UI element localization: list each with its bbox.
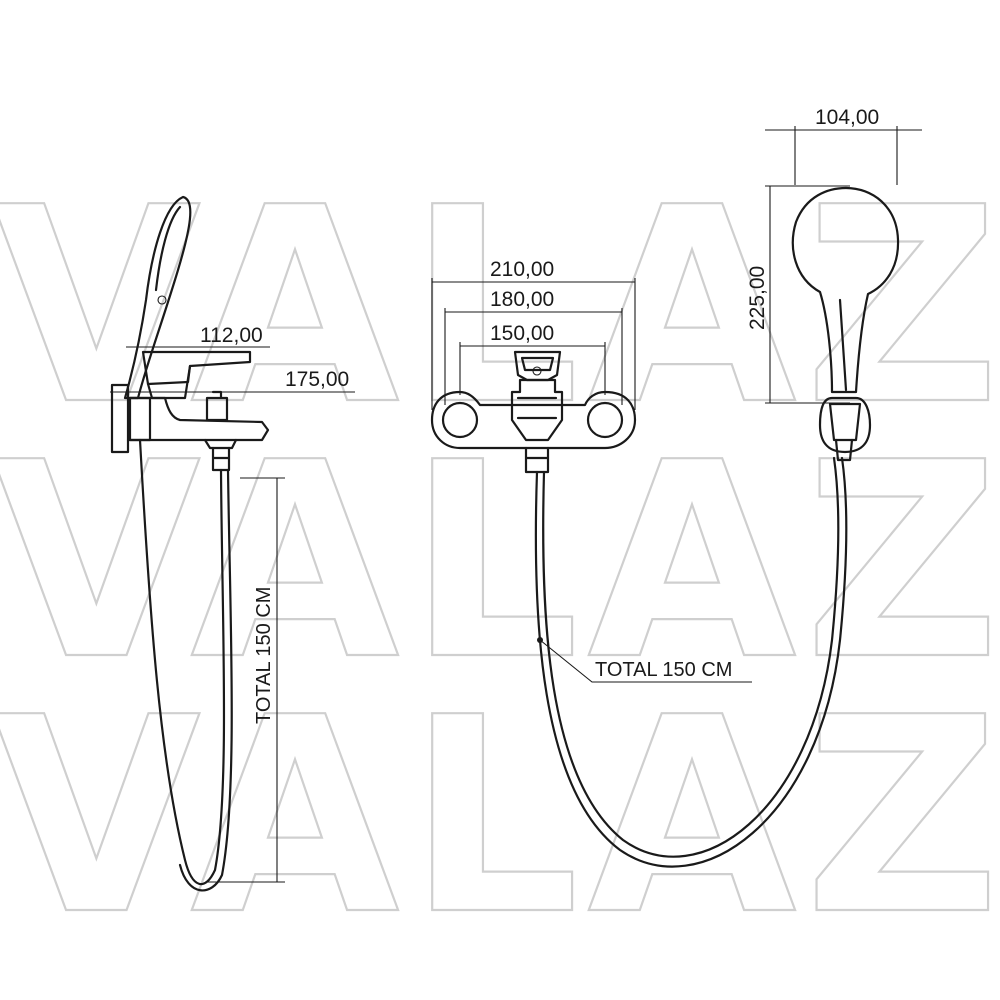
dim-210-label: 210,00 <box>490 258 554 281</box>
side-hose-inner <box>178 468 233 892</box>
dim-225-label: 225,00 <box>746 266 769 330</box>
shower-holder-inner <box>828 402 862 442</box>
shower-wall-holder <box>818 396 872 454</box>
front-cartridge <box>510 378 564 442</box>
shower-handle-line <box>838 298 848 392</box>
dim-180-label: 180,00 <box>490 288 554 311</box>
front-hose <box>534 456 848 868</box>
shower-handle-bottom <box>834 438 854 462</box>
front-hose-inner <box>542 456 840 858</box>
dim-150-label: 150,00 <box>490 322 554 345</box>
side-hose-total-label: TOTAL 150 CM <box>253 587 275 724</box>
dim-175-label: 175,00 <box>285 368 349 391</box>
front-right-eccentric <box>586 401 624 439</box>
side-mixer-body <box>128 396 270 442</box>
shower-head-outline <box>791 186 900 394</box>
front-handle-inner <box>520 356 555 372</box>
side-handle-body <box>146 364 192 400</box>
front-left-eccentric <box>441 401 479 439</box>
front-handle-screw <box>532 366 542 376</box>
side-wall-flange <box>110 383 130 454</box>
watermark-row-3: VALAZ <box>0 659 1000 974</box>
front-hose-leader <box>539 639 752 683</box>
dim-112-label: 112,00 <box>200 324 263 347</box>
watermark: VALAZ VALAZ VALAZ <box>0 148 1000 975</box>
shower-head-view: 104,00 225,00 <box>746 106 922 462</box>
front-hose-total-label: TOTAL 150 CM <box>595 659 732 681</box>
side-view: 112,00 175,00 TOTAL 150 CM <box>110 195 355 892</box>
watermark-row-2: VALAZ <box>0 404 1000 719</box>
side-hand-shower-face <box>154 205 182 292</box>
side-shower-button <box>157 295 167 305</box>
dim-104-label: 104,00 <box>815 106 879 129</box>
side-hose <box>138 438 226 886</box>
side-outlet-spout <box>203 438 238 450</box>
front-cartridge-ring <box>516 396 558 420</box>
front-mixer-body <box>430 390 637 450</box>
front-view: 210,00 180,00 150,00 TOTAL 150 CM <box>430 258 848 868</box>
